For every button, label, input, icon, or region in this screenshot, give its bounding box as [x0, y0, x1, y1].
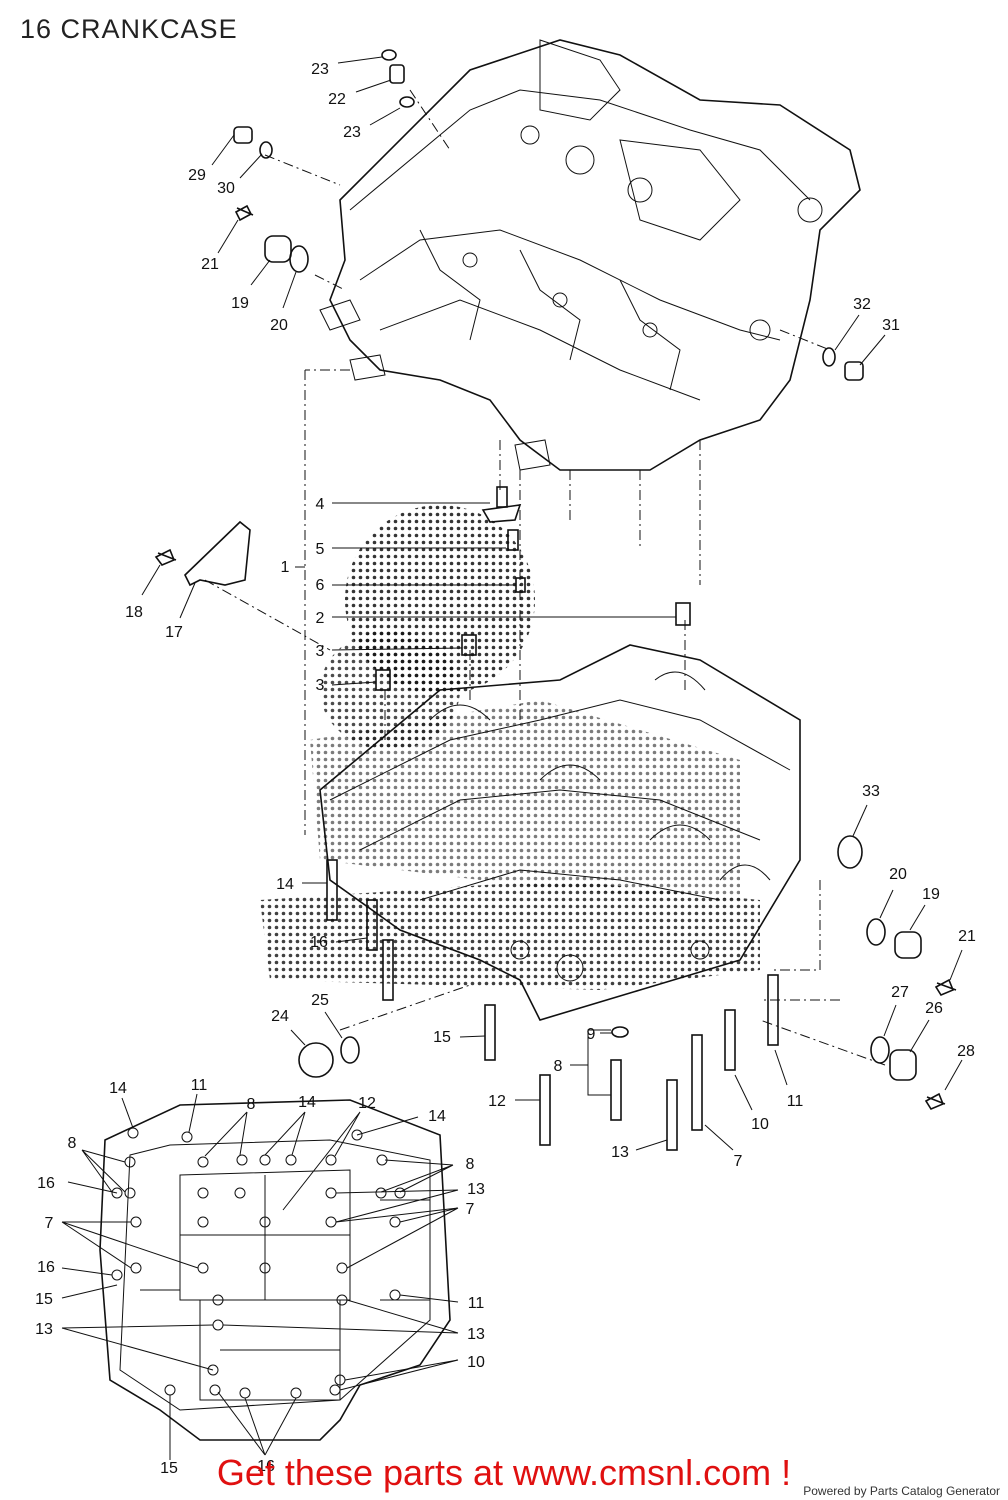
- inset-callout-13: 13: [35, 1321, 53, 1338]
- inset-callout-14: 14: [109, 1080, 127, 1097]
- callout-30: 30: [217, 180, 235, 197]
- callout-11: 11: [787, 1093, 804, 1110]
- assembly-lines: [204, 89, 886, 1066]
- callout-10: 10: [751, 1116, 769, 1133]
- powered-by-credit: Powered by Parts Catalog Generator: [803, 1484, 1000, 1498]
- callout-23: 23: [343, 124, 361, 141]
- callout-23: 23: [311, 61, 329, 78]
- callout-21: 21: [201, 256, 219, 273]
- callout-7: 7: [734, 1153, 743, 1170]
- inset-callout-16: 16: [257, 1458, 275, 1475]
- callout-5: 5: [316, 541, 325, 558]
- inset-callout-15: 15: [160, 1460, 178, 1477]
- callout-32: 32: [853, 296, 871, 313]
- callout-16: 16: [310, 934, 328, 951]
- inset-callout-14: 14: [428, 1108, 446, 1125]
- bolt-map-inset: [61, 1093, 459, 1460]
- callout-labels: 23 22 23 29 30 21 19 20 32 31 4 5 1 6 2 …: [35, 61, 976, 1477]
- inset-callout-11: 11: [468, 1295, 485, 1312]
- inset-callout-10: 10: [467, 1354, 485, 1371]
- callout-20: 20: [270, 317, 288, 334]
- callout-31: 31: [882, 317, 900, 334]
- callout-18: 18: [125, 604, 143, 621]
- callout-15: 15: [433, 1029, 451, 1046]
- upper-crankcase: [319, 39, 861, 471]
- inset-leader-lines: [61, 1093, 459, 1460]
- callout-33: 33: [862, 783, 880, 800]
- inset-callout-15: 15: [35, 1291, 53, 1308]
- page-title: 16 CRANKCASE: [20, 14, 238, 44]
- callout-22: 22: [328, 91, 346, 108]
- small-parts: [154, 49, 957, 1151]
- callout-9: 9: [587, 1026, 596, 1043]
- callout-3: 3: [316, 643, 325, 660]
- lower-crankcase: [260, 505, 801, 1021]
- callout-20: 20: [889, 866, 907, 883]
- callout-3: 3: [316, 677, 325, 694]
- inset-callout-14: 14: [298, 1094, 316, 1111]
- inset-callout-13: 13: [467, 1181, 485, 1198]
- callout-19: 19: [231, 295, 249, 312]
- callout-13: 13: [611, 1144, 629, 1161]
- callout-29: 29: [188, 167, 206, 184]
- inset-callout-12: 12: [358, 1095, 376, 1112]
- inset-callout-11: 11: [191, 1077, 208, 1094]
- inset-callout-7: 7: [466, 1201, 475, 1218]
- callout-17: 17: [165, 624, 183, 641]
- inset-callout-16: 16: [37, 1175, 55, 1192]
- inset-callout-13: 13: [467, 1326, 485, 1343]
- callout-19: 19: [922, 886, 940, 903]
- callout-8: 8: [554, 1058, 563, 1075]
- callout-6: 6: [316, 577, 325, 594]
- callout-2: 2: [316, 610, 325, 627]
- callout-12: 12: [488, 1093, 506, 1110]
- callout-14: 14: [276, 876, 294, 893]
- callout-24: 24: [271, 1008, 289, 1025]
- inset-callout-7: 7: [45, 1215, 54, 1232]
- inset-callout-16: 16: [37, 1259, 55, 1276]
- callout-28: 28: [957, 1043, 975, 1060]
- promo-banner-link[interactable]: Get these parts at www.cmsnl.com !: [216, 1452, 792, 1493]
- inset-bolt-holes: [111, 1127, 406, 1399]
- callout-21: 21: [958, 928, 976, 945]
- inset-callout-8: 8: [247, 1096, 256, 1113]
- callout-26: 26: [925, 1000, 943, 1017]
- callout-4: 4: [316, 496, 325, 513]
- leader-lines: [141, 56, 963, 1151]
- callout-1: 1: [281, 559, 290, 576]
- inset-callout-8: 8: [466, 1156, 475, 1173]
- callout-27: 27: [891, 984, 909, 1001]
- inset-callout-8: 8: [68, 1135, 77, 1152]
- callout-25: 25: [311, 992, 329, 1009]
